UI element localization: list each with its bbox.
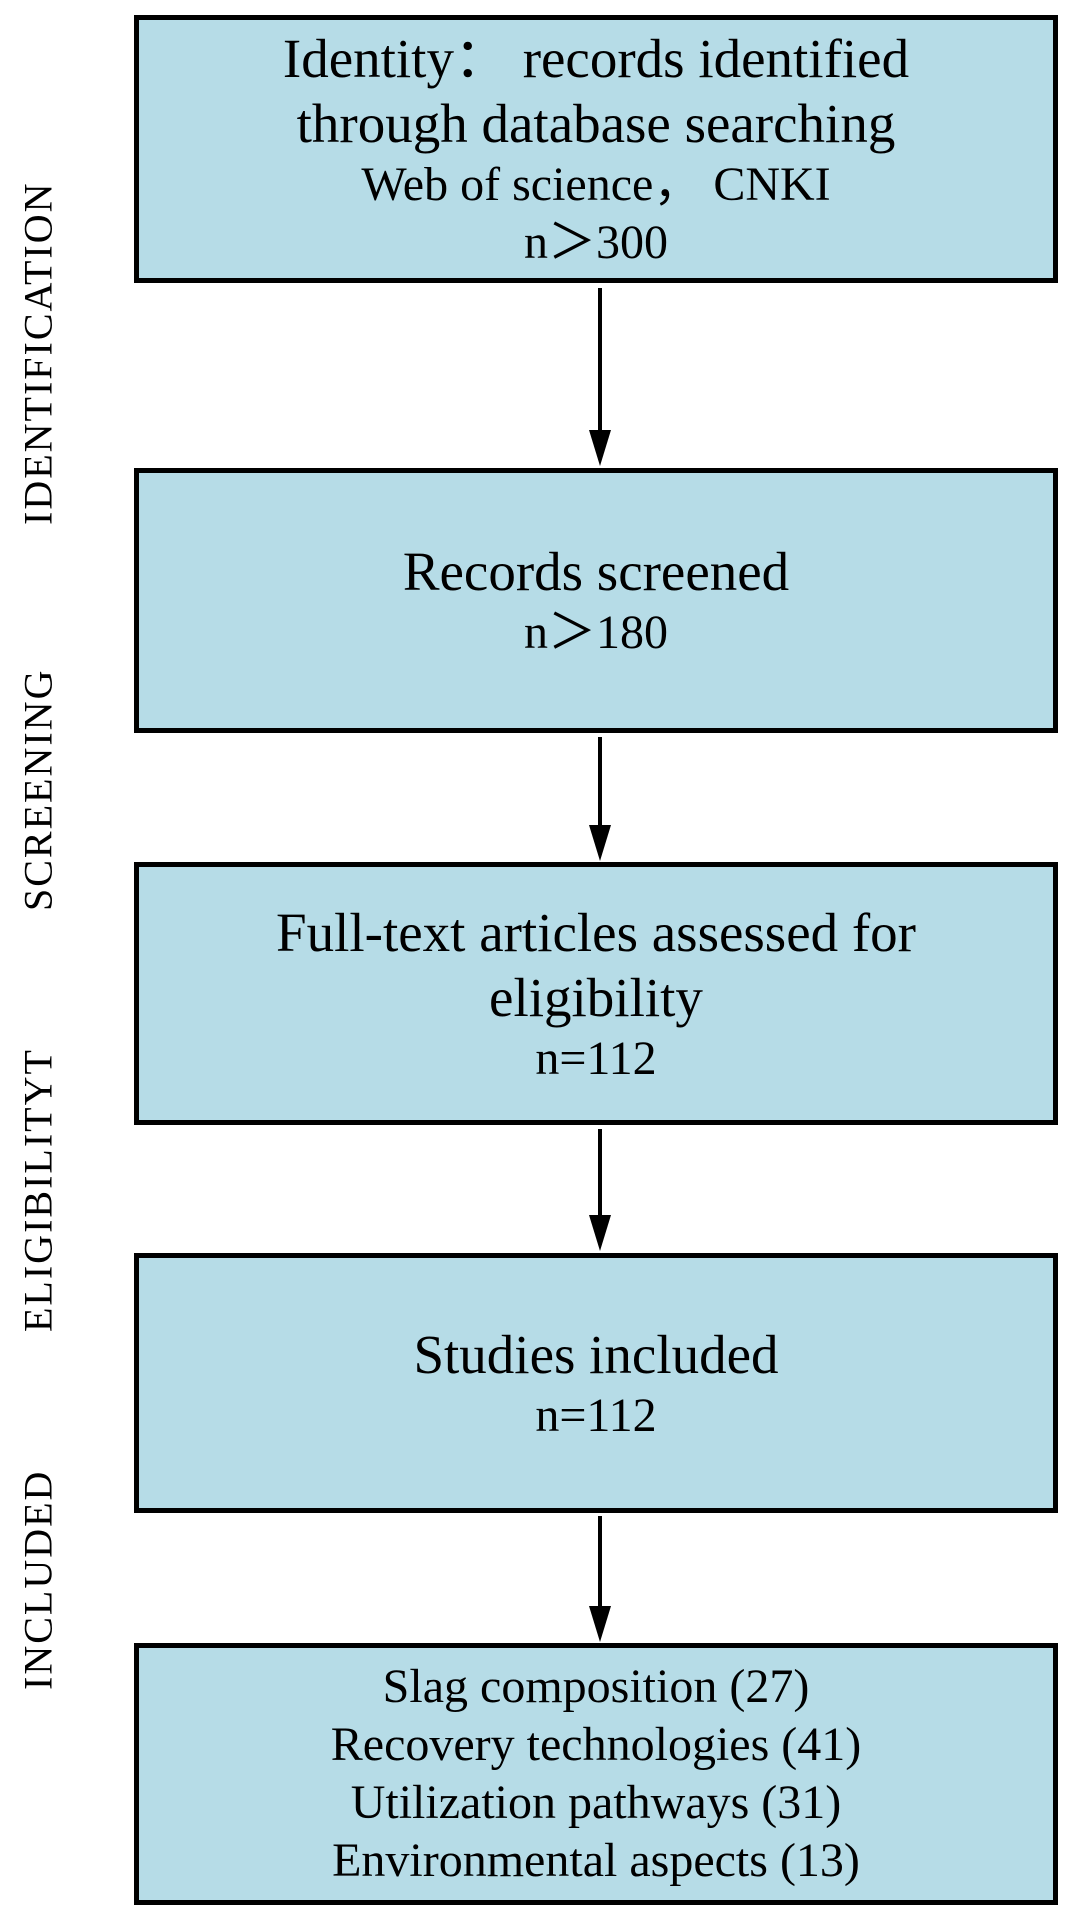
arrow-shaft <box>598 737 602 835</box>
category-slag-composition: Slag composition (27) <box>382 1660 810 1713</box>
category-recovery-technologies: Recovery technologies (41) <box>330 1718 862 1771</box>
arrow-shaft <box>598 1129 602 1225</box>
category-utilization-pathways: Utilization pathways (31) <box>350 1776 842 1829</box>
included-title: Studies included <box>413 1323 779 1385</box>
arrow-shaft <box>598 1516 602 1616</box>
categories-box: Slag composition (27) Recovery technolog… <box>134 1643 1058 1905</box>
arrow-shaft <box>598 288 602 440</box>
identification-line-2: through database searching <box>296 93 896 154</box>
identification-box: Identity： records identified through dat… <box>134 15 1058 283</box>
arrow-head-icon <box>589 430 611 466</box>
eligibility-box: Full-text articles assessed for eligibil… <box>134 862 1058 1125</box>
screening-title: Records screened <box>402 541 790 602</box>
eligibility-box-content: Full-text articles assessed for eligibil… <box>139 867 1053 1120</box>
screening-box-content: Records screened n＞180 <box>139 473 1053 728</box>
eligibility-line-1: Full-text articles assessed for <box>276 901 916 963</box>
categories-box-content: Slag composition (27) Recovery technolog… <box>139 1648 1053 1900</box>
stage-label-included: INCLUDED <box>15 1469 61 1691</box>
arrow-eligibility-to-included <box>582 1129 618 1251</box>
identification-count: n＞300 <box>523 216 668 269</box>
arrow-head-icon <box>589 825 611 861</box>
screening-count: n＞180 <box>523 606 668 659</box>
stage-label-screening: SCREENING <box>15 668 61 912</box>
arrow-head-icon <box>589 1215 611 1251</box>
identification-line-1: Identity： records identified <box>282 28 910 89</box>
arrow-included-to-categories <box>582 1516 618 1642</box>
stage-label-eligibility: ELIGIBILITYT <box>15 1048 61 1332</box>
eligibility-line-2: eligibility <box>489 966 703 1028</box>
included-box: Studies included n=112 <box>134 1253 1058 1513</box>
eligibility-count: n=112 <box>535 1031 657 1085</box>
category-environmental-aspects: Environmental aspects (13) <box>332 1834 860 1887</box>
stage-label-identification: IDENTIFICATION <box>15 181 61 525</box>
identification-box-content: Identity： records identified through dat… <box>139 20 1053 278</box>
arrow-identification-to-screening <box>582 288 618 466</box>
screening-box: Records screened n＞180 <box>134 468 1058 733</box>
included-box-content: Studies included n=112 <box>139 1258 1053 1508</box>
identification-sources: Web of science， CNKI <box>361 158 831 211</box>
arrow-screening-to-eligibility <box>582 737 618 861</box>
included-count: n=112 <box>535 1388 657 1442</box>
arrow-head-icon <box>589 1606 611 1642</box>
